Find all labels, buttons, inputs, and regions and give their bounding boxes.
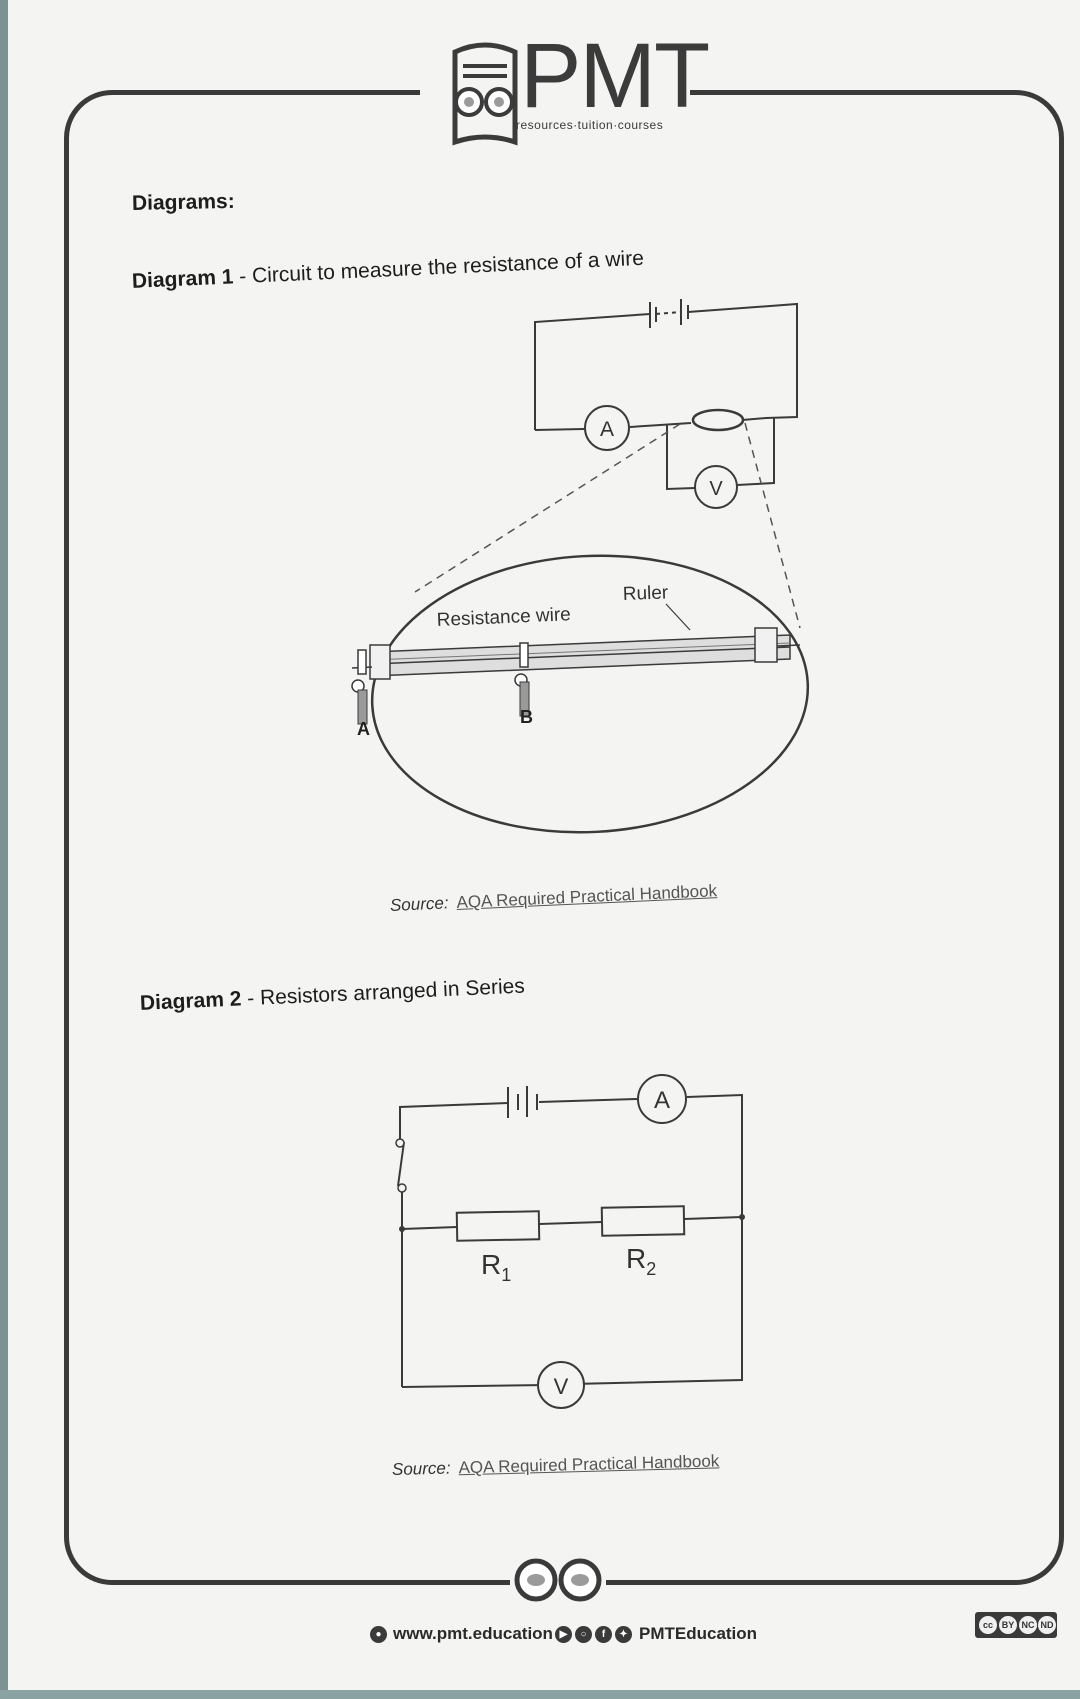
r1-subscript: 1 — [501, 1265, 511, 1285]
by-icon: BY — [998, 1615, 1018, 1635]
junction-left — [399, 1226, 405, 1232]
clip-b-label: B — [520, 707, 533, 727]
r2-letter: R — [626, 1243, 646, 1274]
footer-social: ▶ ○ f ✦ PMTEducation — [555, 1624, 757, 1644]
ammeter-2-label: A — [654, 1087, 670, 1114]
ammeter-1: A — [584, 405, 630, 451]
globe-icon: ● — [370, 1625, 387, 1643]
website-link[interactable]: www.pmt.education — [393, 1624, 553, 1643]
logo-wordmark: PMT — [520, 25, 710, 127]
voltmeter-2-label: V — [554, 1374, 569, 1399]
crocodile-clip-b — [514, 642, 530, 717]
r2-label: R2 — [626, 1243, 656, 1279]
ammeter-1-label: A — [600, 418, 614, 441]
resistor-r2 — [600, 1205, 686, 1237]
social-handle: PMTEducation — [639, 1624, 758, 1643]
glasses-icon — [510, 1553, 606, 1603]
voltmeter-1-label: V — [709, 478, 723, 500]
r2-subscript: 2 — [646, 1259, 656, 1279]
cc-icon: cc — [978, 1615, 998, 1635]
clip-a-label: A — [357, 719, 370, 739]
logo-tagline: resources·tuition·courses — [516, 118, 664, 132]
twitter-icon[interactable]: ✦ — [615, 1625, 632, 1643]
resistor-r1 — [455, 1210, 541, 1242]
nc-icon: NC — [1018, 1615, 1038, 1635]
r1-letter: R — [481, 1249, 501, 1280]
crocodile-clip-a — [351, 649, 368, 725]
paper-sheet — [8, 0, 1080, 1690]
ammeter-2: A — [637, 1074, 687, 1124]
wire-sample — [691, 408, 745, 432]
switch-contact-bottom — [397, 1183, 407, 1193]
nd-icon: ND — [1037, 1615, 1057, 1635]
footer-website[interactable]: ● www.pmt.education — [370, 1624, 553, 1644]
ruler-label: Ruler — [622, 582, 669, 605]
switch-contact-top — [395, 1138, 405, 1148]
creative-commons-badge: cc BY NC ND — [975, 1612, 1057, 1638]
pmt-logo-mascot — [452, 42, 518, 146]
source-prefix-2: Source: — [391, 1458, 451, 1479]
footer: ● www.pmt.education ▶ ○ f ✦ PMTEducation — [370, 1618, 770, 1652]
desk-background — [0, 1690, 1080, 1699]
instagram-icon[interactable]: ○ — [575, 1625, 592, 1643]
magnified-view — [370, 554, 810, 834]
voltmeter-2: V — [537, 1361, 585, 1409]
facebook-icon[interactable]: f — [595, 1625, 612, 1643]
youtube-icon[interactable]: ▶ — [555, 1625, 572, 1643]
r1-label: R1 — [481, 1249, 511, 1285]
junction-right — [739, 1214, 745, 1220]
voltmeter-1: V — [694, 465, 738, 509]
